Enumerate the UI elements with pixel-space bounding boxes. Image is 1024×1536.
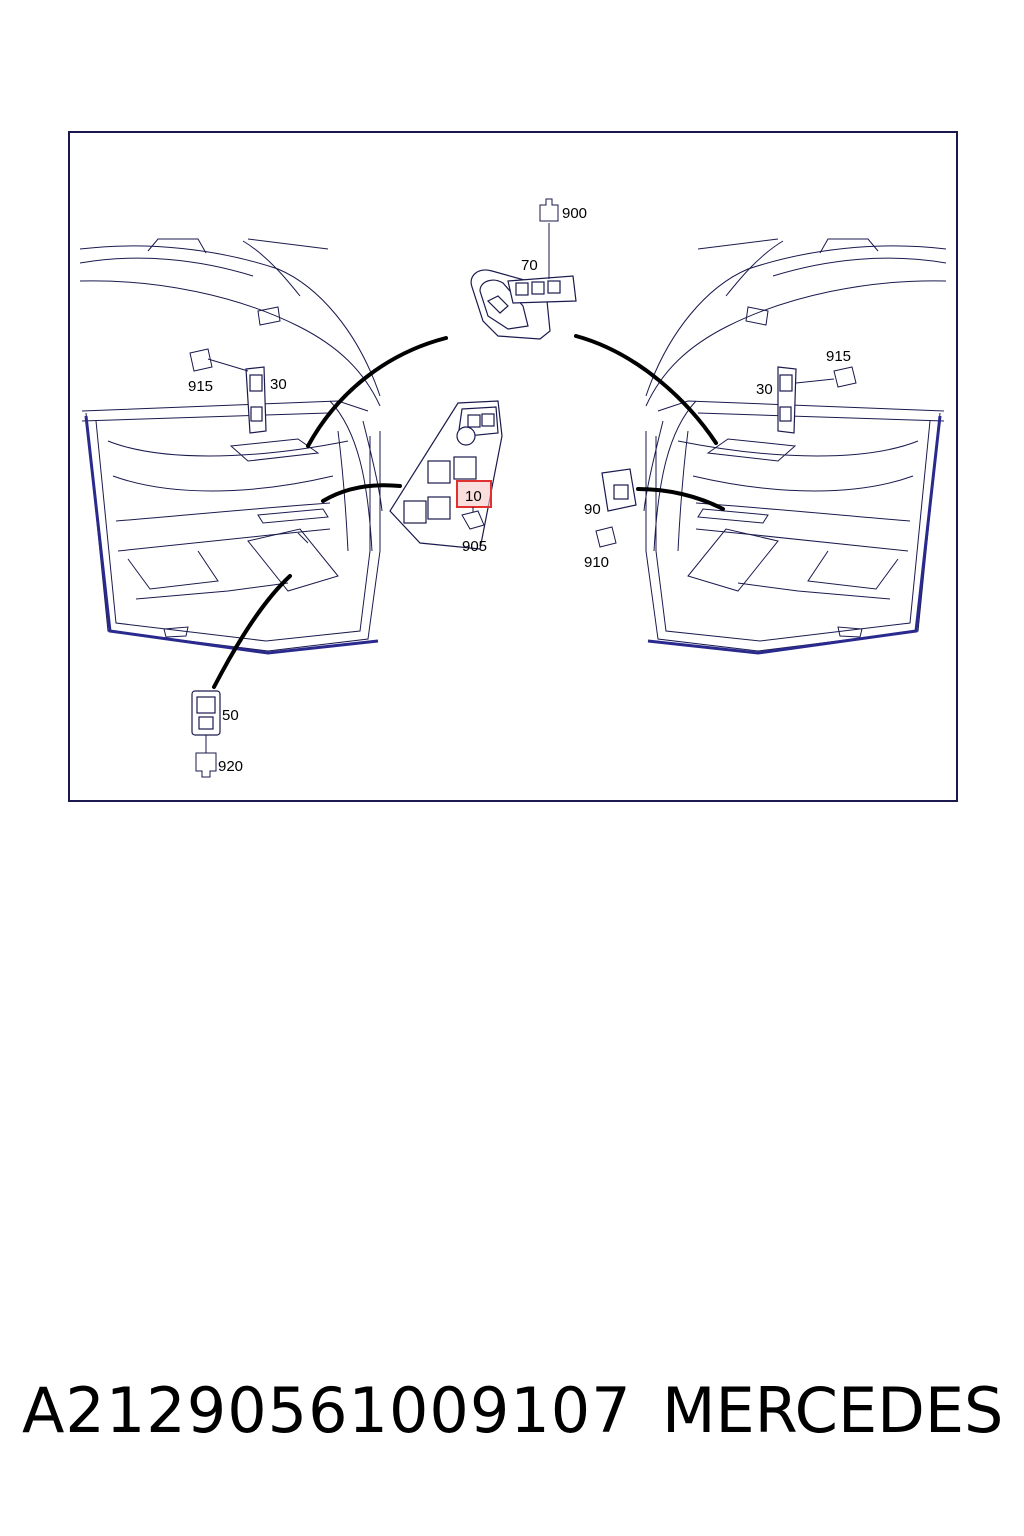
- highlight-box-10: [456, 480, 492, 508]
- right-door-seal: [647, 415, 942, 655]
- callout-70: 70: [521, 257, 538, 274]
- connector-icon-915-right: [833, 366, 857, 388]
- callout-10: 10: [465, 488, 482, 505]
- connector-icon-900: [539, 198, 559, 222]
- connector-icon-910: [595, 526, 617, 548]
- seat-switch-part-70: [470, 269, 577, 340]
- left-door-seal: [84, 415, 379, 655]
- brand-name: MERCEDES: [662, 1374, 1004, 1447]
- callout-920: 920: [218, 758, 243, 775]
- location-arrows: [212, 334, 725, 689]
- parts-diagram: 900 70 915 30 10 905 50 920 915 30 90 91…: [68, 131, 958, 802]
- callout-905: 905: [462, 538, 487, 555]
- arrow-70-to-right-door: [574, 334, 718, 445]
- arrow-50-to-left-door: [212, 574, 292, 689]
- connector-icon-920: [195, 752, 217, 778]
- left-door-drawing: [79, 238, 383, 652]
- arrow-10-to-left-door: [321, 483, 402, 503]
- callout-915-left: 915: [188, 378, 213, 395]
- callout-30-left: 30: [270, 376, 287, 393]
- arrow-90-to-right-door: [636, 487, 725, 511]
- diagram-border: [68, 131, 958, 802]
- callout-915-right: 915: [826, 348, 851, 365]
- window-switch-part-90: [601, 468, 637, 512]
- connector-icon-915-left: [189, 348, 213, 372]
- callout-50: 50: [222, 707, 239, 724]
- seat-switch-part-30-right: [777, 366, 797, 434]
- callout-30-right: 30: [756, 381, 773, 398]
- part-number: A21290561009107: [22, 1374, 632, 1447]
- window-switch-part-50: [191, 690, 221, 736]
- connector-icon-905: [461, 510, 485, 530]
- callout-90: 90: [584, 501, 601, 518]
- leader-915-right: [795, 378, 835, 384]
- callout-910: 910: [584, 554, 609, 571]
- right-door-drawing: [643, 238, 947, 652]
- callout-900: 900: [562, 205, 587, 222]
- seat-switch-part-30-left: [245, 366, 267, 434]
- arrow-70-to-left-door: [306, 336, 448, 448]
- leader-915-left: [207, 358, 249, 372]
